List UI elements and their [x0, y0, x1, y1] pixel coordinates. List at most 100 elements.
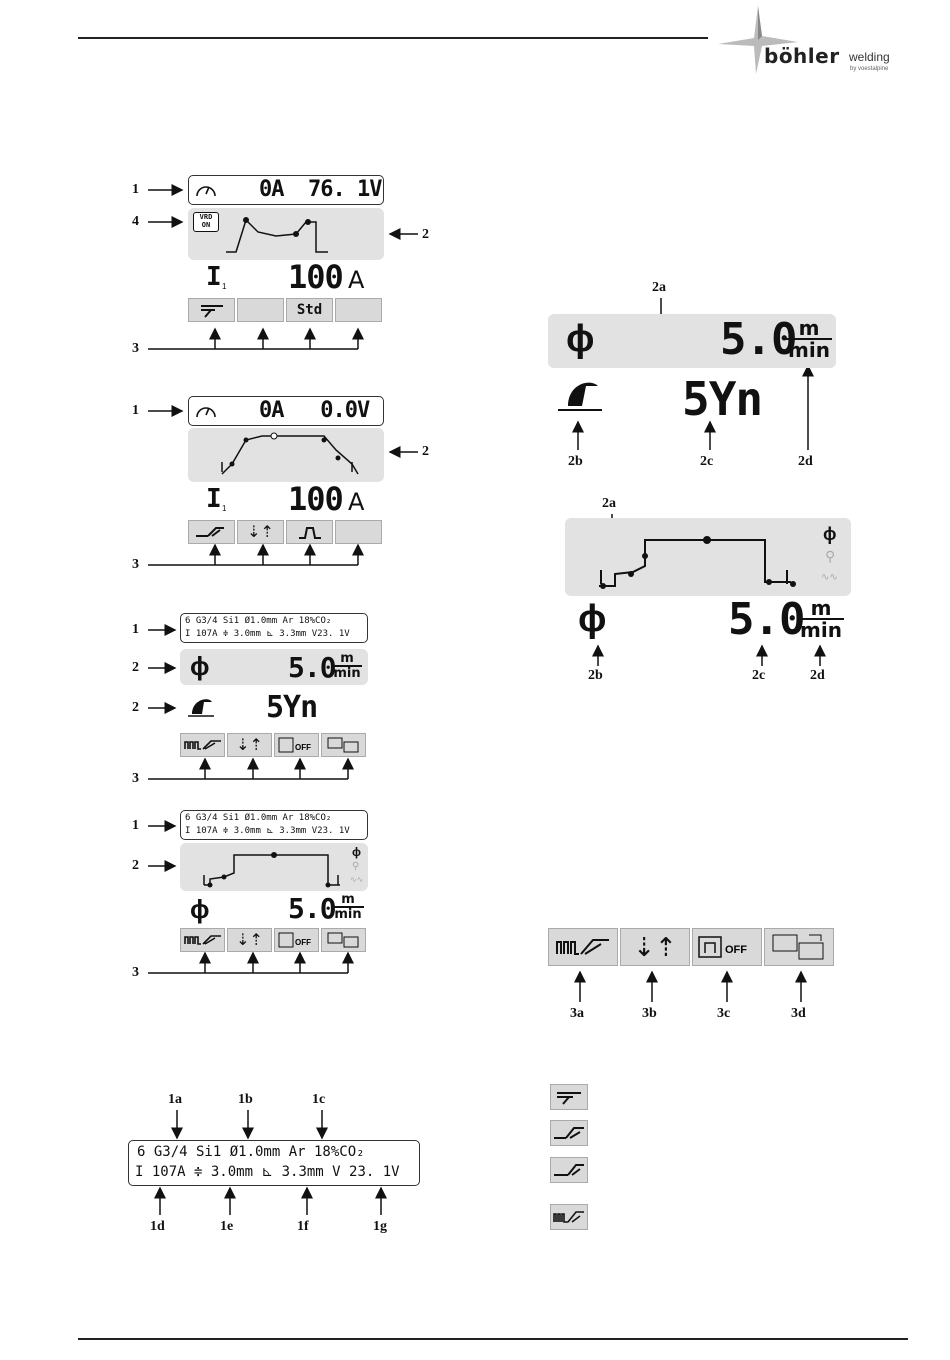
callout-1c: 1c — [312, 1092, 326, 1107]
tig-torch-icon — [195, 527, 224, 537]
callout-1: 1 — [132, 403, 139, 418]
callout-1: 1 — [132, 622, 139, 637]
meter-display: 0A 0.0V — [188, 396, 384, 426]
mig-torch-icon — [554, 1164, 584, 1176]
wire-speed-value: 5.0 — [728, 594, 805, 645]
callout-3: 3 — [132, 965, 139, 980]
softkey-3c[interactable]: OFF — [692, 928, 762, 966]
softkey-2[interactable]: ⇣⇡ — [227, 733, 272, 757]
callout-1a: 1a — [168, 1092, 182, 1107]
callout-2a: 2a — [602, 496, 616, 511]
pulse-icon — [298, 527, 321, 539]
softkey-1[interactable] — [188, 298, 235, 322]
svg-text:OFF: OFF — [295, 743, 311, 752]
wire-feed-icon: ɸ — [823, 524, 837, 544]
softkey-3[interactable]: OFF — [274, 733, 319, 757]
callout-2: 2 — [132, 700, 139, 715]
softkey-3a[interactable] — [548, 928, 618, 966]
wire-speed-value: 5.0 — [720, 314, 797, 365]
softkey-1[interactable] — [188, 520, 235, 544]
softkey-bar: ⇣⇡ OFF — [180, 733, 366, 757]
wire-feed-icon: ɸ — [578, 598, 607, 640]
process-graph: VRD ON — [188, 208, 384, 260]
callout-1b: 1b — [238, 1092, 253, 1107]
softkey-bar: ⇣⇡ — [188, 520, 382, 544]
callout-1: 1 — [132, 818, 139, 833]
current-unit: A — [348, 266, 365, 294]
softkey-3[interactable]: OFF — [274, 928, 319, 952]
softkey-3d[interactable] — [764, 928, 834, 966]
info-display: 6 G3/4 Si1 Ø1.0mm Ar 18%CO₂ I 107A ≑ 3.0… — [180, 810, 368, 840]
softkey-4[interactable] — [335, 298, 382, 322]
softkey-bar: ⇣⇡ OFF — [180, 928, 366, 952]
callout-2b: 2b — [588, 668, 603, 683]
cycle-off-icon: OFF — [278, 737, 311, 753]
callout-3: 3 — [132, 341, 139, 356]
gauge-icon — [196, 407, 216, 418]
weld-curve — [599, 536, 796, 589]
up-down-arrows-icon: ⇣⇡ — [633, 931, 677, 962]
svg-text:OFF: OFF — [725, 944, 747, 956]
up-down-arrows-icon: ⇣⇡ — [247, 524, 274, 541]
wire-speed-value: 5.0 — [288, 892, 337, 925]
callout-2a: 2a — [652, 280, 666, 295]
current-value: 100 — [288, 258, 344, 296]
vrd-badge: VRD ON — [193, 212, 219, 232]
meter-display: 0A 76. 1V — [188, 175, 384, 205]
callout-2d: 2d — [798, 454, 813, 469]
process-graph: ɸ ⚲ ∿∿ — [565, 518, 851, 596]
up-down-arrows-icon: ⇣⇡ — [236, 932, 263, 949]
info-row-1: 6 G3/4 Si1 Ø1.0mm Ar 18%CO₂ — [185, 813, 332, 823]
current-label: I — [206, 262, 222, 292]
helmet-icon: ⚲ — [352, 861, 360, 872]
softkey-1[interactable] — [180, 733, 225, 757]
softkey-3[interactable]: Std — [286, 298, 333, 322]
svg-text:OFF: OFF — [295, 938, 311, 947]
callout-3d: 3d — [791, 1006, 806, 1021]
callout-3c: 3c — [717, 1006, 731, 1021]
process-graph — [188, 428, 384, 482]
wire-feed-icon: ɸ — [190, 894, 210, 924]
pulse-mig-torch-icon — [553, 1211, 584, 1223]
softkey-4[interactable] — [321, 928, 366, 952]
tig-torch-icon — [554, 1127, 584, 1139]
info-row-1: 6 G3/4 Si1 Ø1.0mm Ar 18%CO₂ — [185, 616, 332, 626]
info-display-large: 6 G3/4 Si1 Ø1.0mm Ar 18%CO₂ I 107A ≑ 3.0… — [128, 1140, 420, 1186]
softkey-4[interactable] — [335, 520, 382, 544]
legend-pulse-mig-icon — [550, 1204, 588, 1230]
callout-2: 2 — [132, 660, 139, 675]
softkey-1[interactable] — [180, 928, 225, 952]
softkey-3b[interactable]: ⇣⇡ — [620, 928, 690, 966]
callout-2: 2 — [422, 227, 429, 242]
brand-logo: böhler welding by voestalpine — [718, 6, 908, 76]
program-icon — [327, 737, 358, 753]
softkey-4[interactable] — [321, 733, 366, 757]
info-display: 6 G3/4 Si1 Ø1.0mm Ar 18%CO₂ I 107A ≑ 3.0… — [180, 613, 368, 643]
callout-3a: 3a — [570, 1006, 584, 1021]
weld-curve — [203, 852, 340, 888]
softkey-3[interactable] — [286, 520, 333, 544]
wire-speed-value: 5.0 — [288, 651, 337, 684]
softkey-2[interactable]: ⇣⇡ — [237, 520, 284, 544]
torch-faded-icon: ∿∿ — [821, 572, 838, 583]
info-row-2: I 107A ≑ 3.0mm ⊾ 3.3mm V23. 1V — [185, 629, 350, 639]
callout-3: 3 — [132, 557, 139, 572]
softkey-2[interactable] — [237, 298, 284, 322]
header-rule — [78, 37, 708, 39]
callout-3b: 3b — [642, 1006, 657, 1021]
up-down-arrows-icon: ⇣⇡ — [236, 737, 263, 754]
torch-icon — [200, 305, 223, 318]
current-label: I — [206, 484, 222, 514]
info-row-1: 6 G3/4 Si1 Ø1.0mm Ar 18%CO₂ — [137, 1144, 365, 1160]
info-row-2: I 107A ≑ 3.0mm ⊾ 3.3mm V23. 1V — [185, 826, 350, 836]
softkey-2[interactable]: ⇣⇡ — [227, 928, 272, 952]
current-sub: 1 — [222, 504, 227, 513]
program-icon — [772, 934, 824, 960]
brand-star-icon — [718, 6, 798, 74]
callout-2: 2 — [132, 858, 139, 873]
callout-1e: 1e — [220, 1219, 234, 1234]
